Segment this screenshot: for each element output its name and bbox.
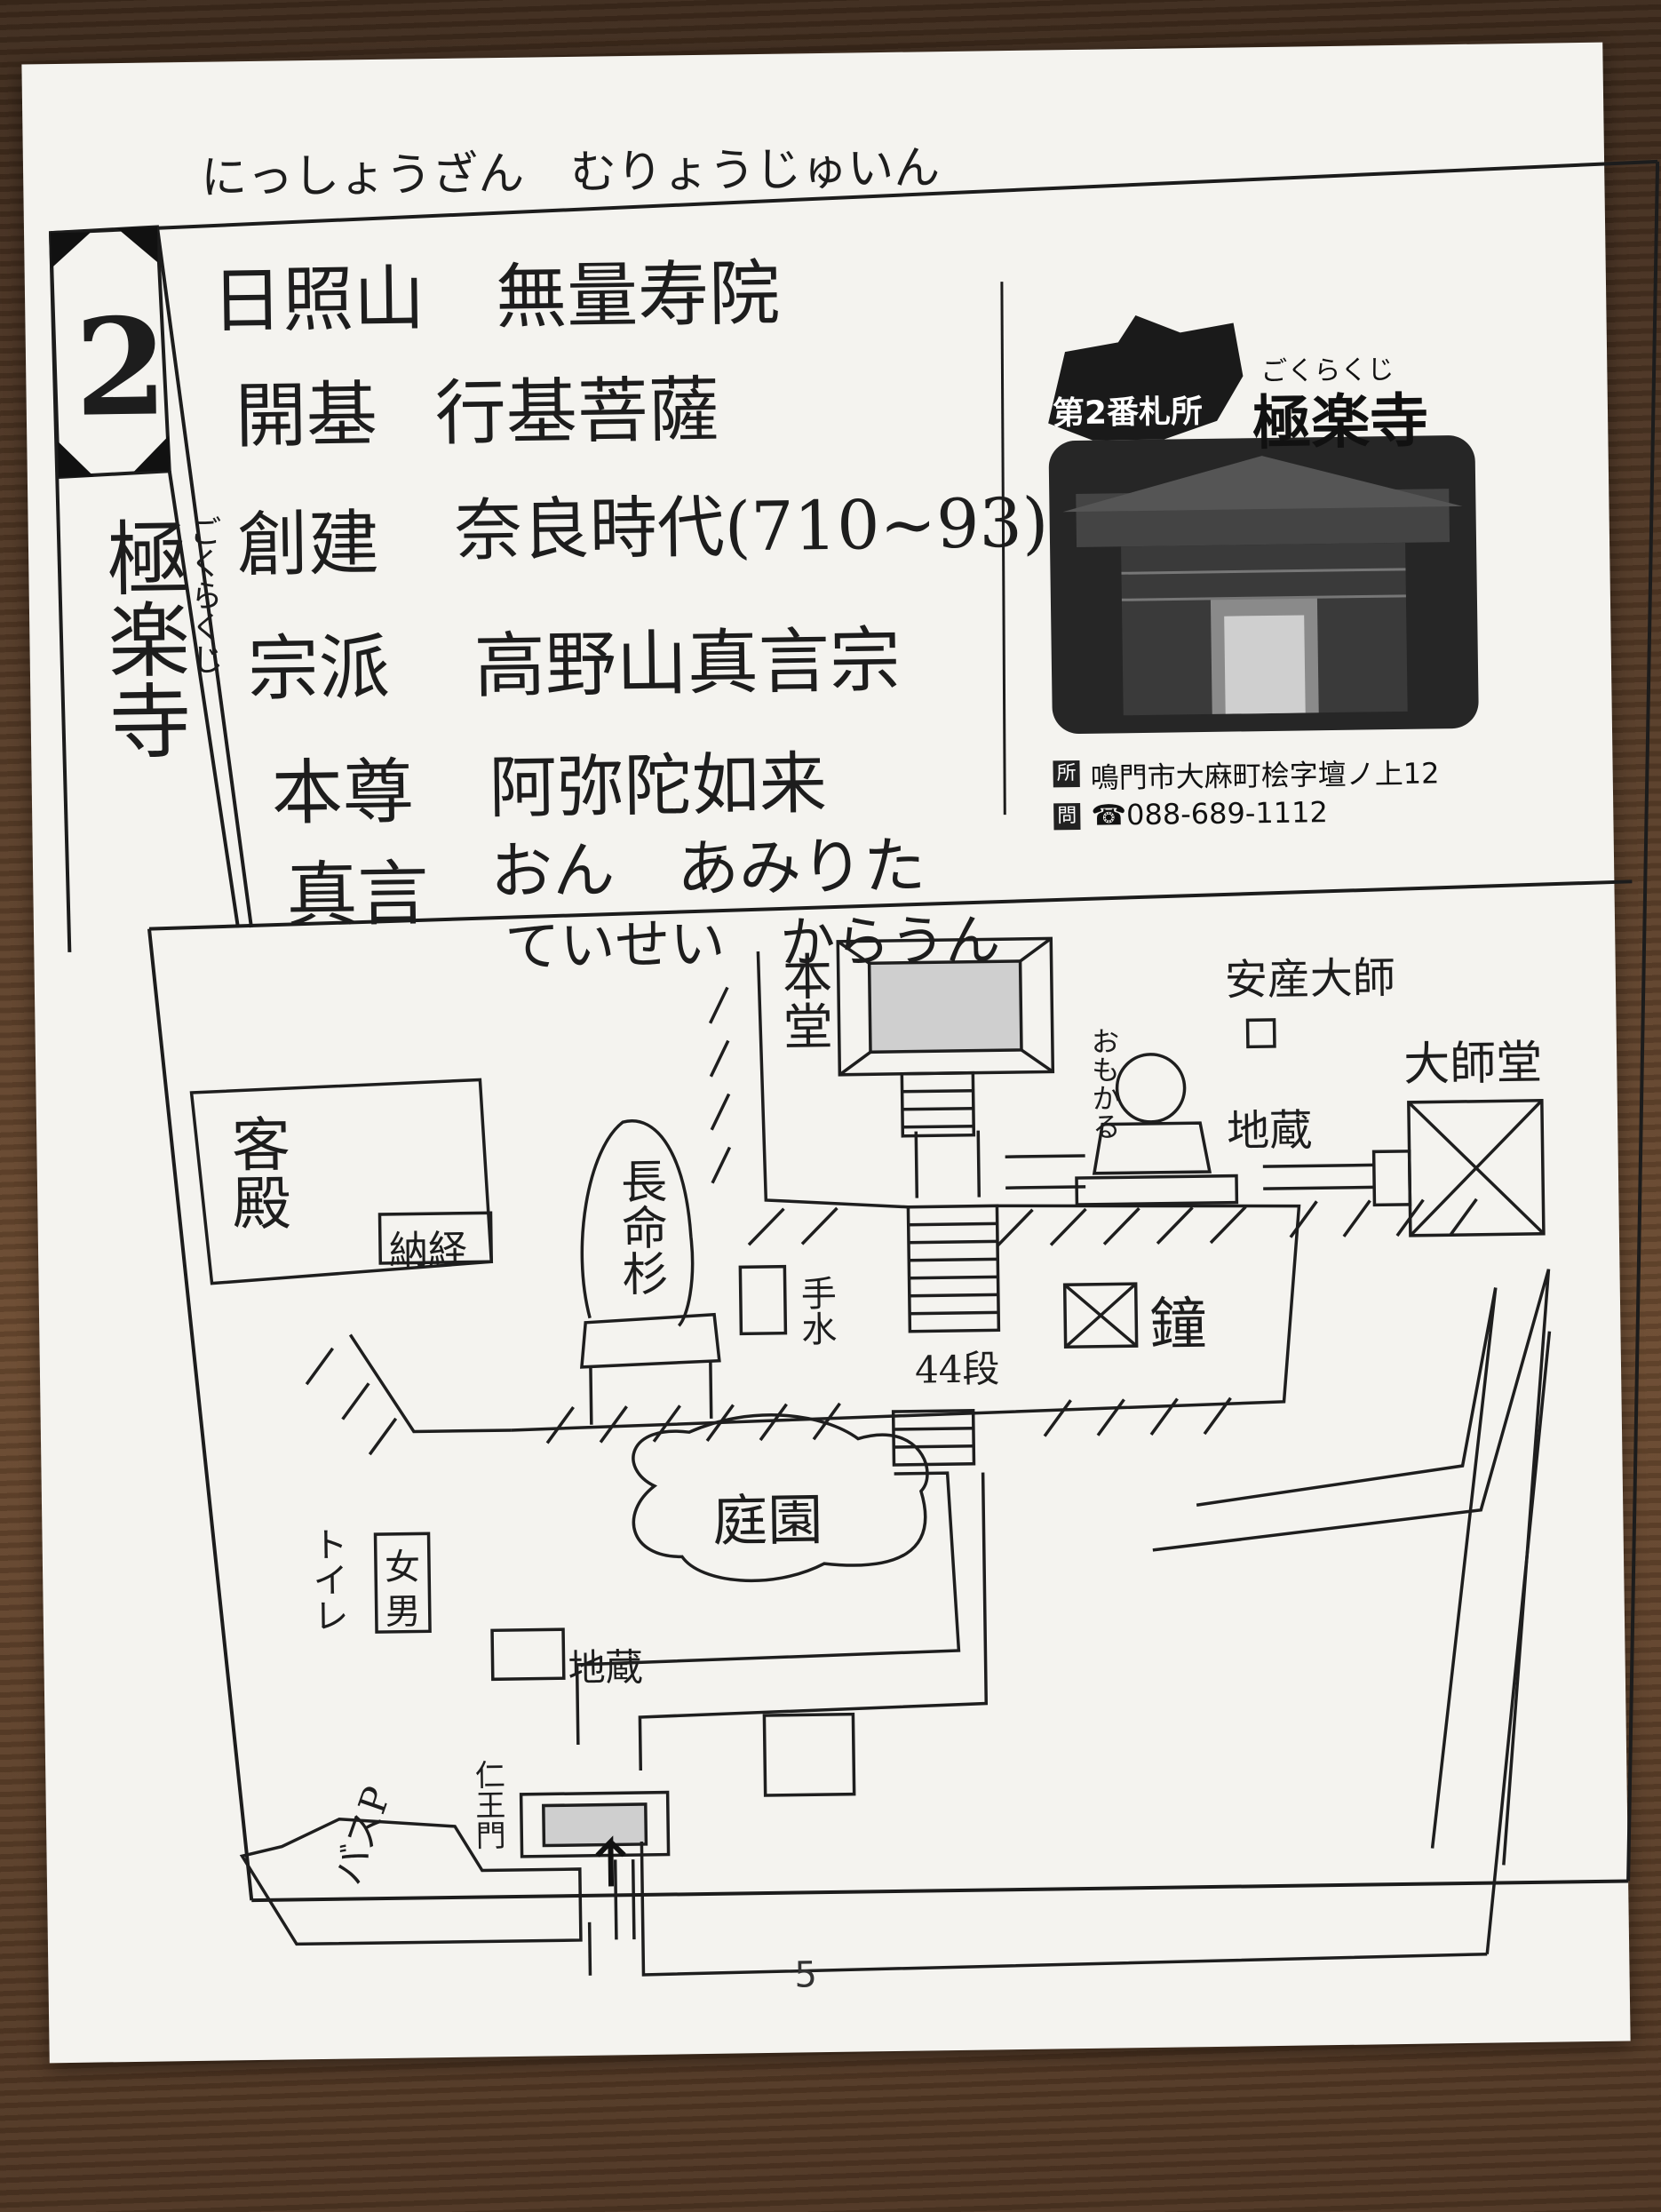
card-temple-name: 極楽寺 [1252, 386, 1429, 458]
address-label: 所 [1053, 760, 1080, 788]
map-label-nokyo: 納経 [388, 1227, 468, 1274]
steps-44 [906, 1204, 1001, 1333]
header-furigana: にっしょうざん むりょうじゅいん [200, 141, 941, 205]
temizu-basin [738, 1264, 788, 1336]
temple-name-vertical: 極楽寺 [92, 514, 192, 762]
toilet-building [373, 1532, 432, 1634]
entrance-arrow [595, 1835, 626, 1887]
map-label-hondo: 本堂 [774, 950, 833, 1051]
map-label-daishido: 大師堂 [1403, 1036, 1543, 1092]
founder-label: 開基 [234, 372, 378, 458]
bell-tower [1062, 1282, 1139, 1349]
deity-value: 阿弥陀如来 [489, 743, 828, 828]
bus-parking [239, 1817, 583, 1946]
founder-value: 行基菩薩 [434, 368, 720, 456]
phone-label: 問 [1053, 802, 1081, 831]
name-column-line [155, 227, 253, 928]
page-linework [48, 159, 1660, 1977]
badge-shape [1048, 315, 1244, 441]
card-badge: 第2番札所 [1052, 394, 1204, 433]
temple-photo [1048, 435, 1479, 734]
map-label-niomon: 仁王門 [469, 1759, 506, 1850]
founded-value: 奈良時代(710~93) [454, 482, 1050, 570]
map-left-border [147, 928, 254, 1901]
map-label-bell: 鐘 [1148, 1292, 1207, 1358]
pilgrimage-number: 2 [73, 289, 169, 447]
stone-temizusha [762, 1712, 856, 1797]
card-address: 鳴門市大麻町桧字壇ノ上12 [1090, 756, 1440, 795]
map-label-toilet: トイレ [306, 1525, 349, 1634]
deity-label: 本尊 [271, 750, 415, 835]
temple-name-furigana: ごくらくじ [184, 514, 223, 676]
niomon-gate [519, 1790, 671, 1858]
toilet-men-label: 男 [385, 1591, 422, 1633]
map-label-garden: 庭園 [711, 1487, 823, 1554]
chomeisugi-tree [580, 1119, 695, 1327]
page-right-border [1626, 161, 1660, 1882]
booklet-page: にっしょうざん むりょうじゅいん 2 日照山 無量寿院 極楽寺 ごくらくじ 開基… [21, 42, 1660, 2064]
map-label-jizo-top: 地蔵 [1226, 1105, 1313, 1157]
map-label-chomeisugi: 長命杉 [612, 1157, 668, 1297]
header-divider-line [148, 879, 1633, 931]
map-label-steps: 44段 [914, 1347, 1000, 1392]
map-label-jizo-bottom: 地蔵 [568, 1644, 643, 1691]
garden-shape [632, 1413, 929, 1583]
map-label-omokaru: おもかる [1086, 1026, 1122, 1141]
map-label-anzan-daishi: 安産大師 [1224, 953, 1396, 1006]
map-bottom-border [251, 1879, 1629, 1903]
mantra-line-2: ていせい からうん [504, 907, 1001, 980]
card-separator [1000, 282, 1006, 816]
founded-label: 創建 [236, 501, 380, 587]
header-top-line [50, 159, 1658, 235]
mantra-label: 真言 [285, 852, 430, 937]
page-number: 5 [794, 1954, 818, 1996]
sect-label: 宗派 [247, 625, 391, 712]
map-label-kyakuden: 客殿 [221, 1113, 292, 1232]
sect-value: 高野山真言宗 [473, 618, 902, 708]
omokaru-jizo-figure [1115, 1053, 1187, 1124]
mountain-temple-name: 日照山 無量寿院 [211, 251, 781, 343]
card-phone: ☎088-689-1112 [1091, 795, 1329, 832]
map-label-temizu: 手水 [794, 1274, 837, 1347]
